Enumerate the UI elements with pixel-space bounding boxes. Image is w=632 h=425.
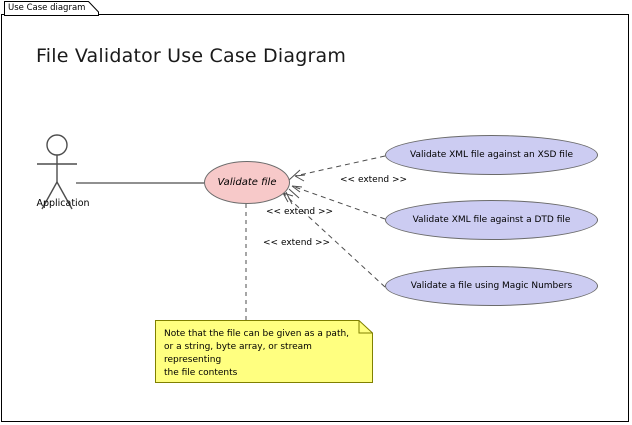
tab-shape-icon: [4, 1, 99, 16]
usecase-validate-xml-xsd-label: Validate XML file against an XSD file: [410, 150, 573, 160]
actor-label-application: Application: [36, 198, 90, 209]
note-text: Note that the file can be given as a pat…: [164, 328, 364, 380]
note-line-3: the file contents: [164, 368, 238, 378]
usecase-validate-xml-xsd[interactable]: Validate XML file against an XSD file: [385, 135, 598, 175]
extend-stereotype-xsd: << extend >>: [340, 175, 408, 185]
usecase-validate-magic-numbers-label: Validate a file using Magic Numbers: [410, 281, 573, 291]
diagram-note[interactable]: Note that the file can be given as a pat…: [155, 320, 373, 383]
usecase-validate-magic-numbers[interactable]: Validate a file using Magic Numbers: [385, 266, 598, 306]
usecase-validate-file-label: Validate file: [217, 177, 277, 188]
note-line-1: Note that the file can be given as a pat…: [164, 329, 350, 339]
diagram-tab[interactable]: Use Case diagram: [4, 1, 99, 16]
note-shape-icon: [155, 320, 373, 383]
diagram-tab-label: Use Case diagram: [8, 3, 86, 13]
note-line-2: or a string, byte array, or stream repre…: [164, 342, 312, 365]
usecase-validate-xml-dtd[interactable]: Validate XML file against a DTD file: [385, 200, 598, 240]
usecase-validate-xml-dtd-label: Validate XML file against a DTD file: [412, 215, 571, 225]
extend-stereotype-magic-numbers: << extend >>: [263, 238, 331, 248]
page-title: File Validator Use Case Diagram: [36, 45, 347, 67]
usecase-validate-file[interactable]: Validate file: [204, 161, 290, 204]
extend-stereotype-dtd: << extend >>: [266, 207, 334, 217]
